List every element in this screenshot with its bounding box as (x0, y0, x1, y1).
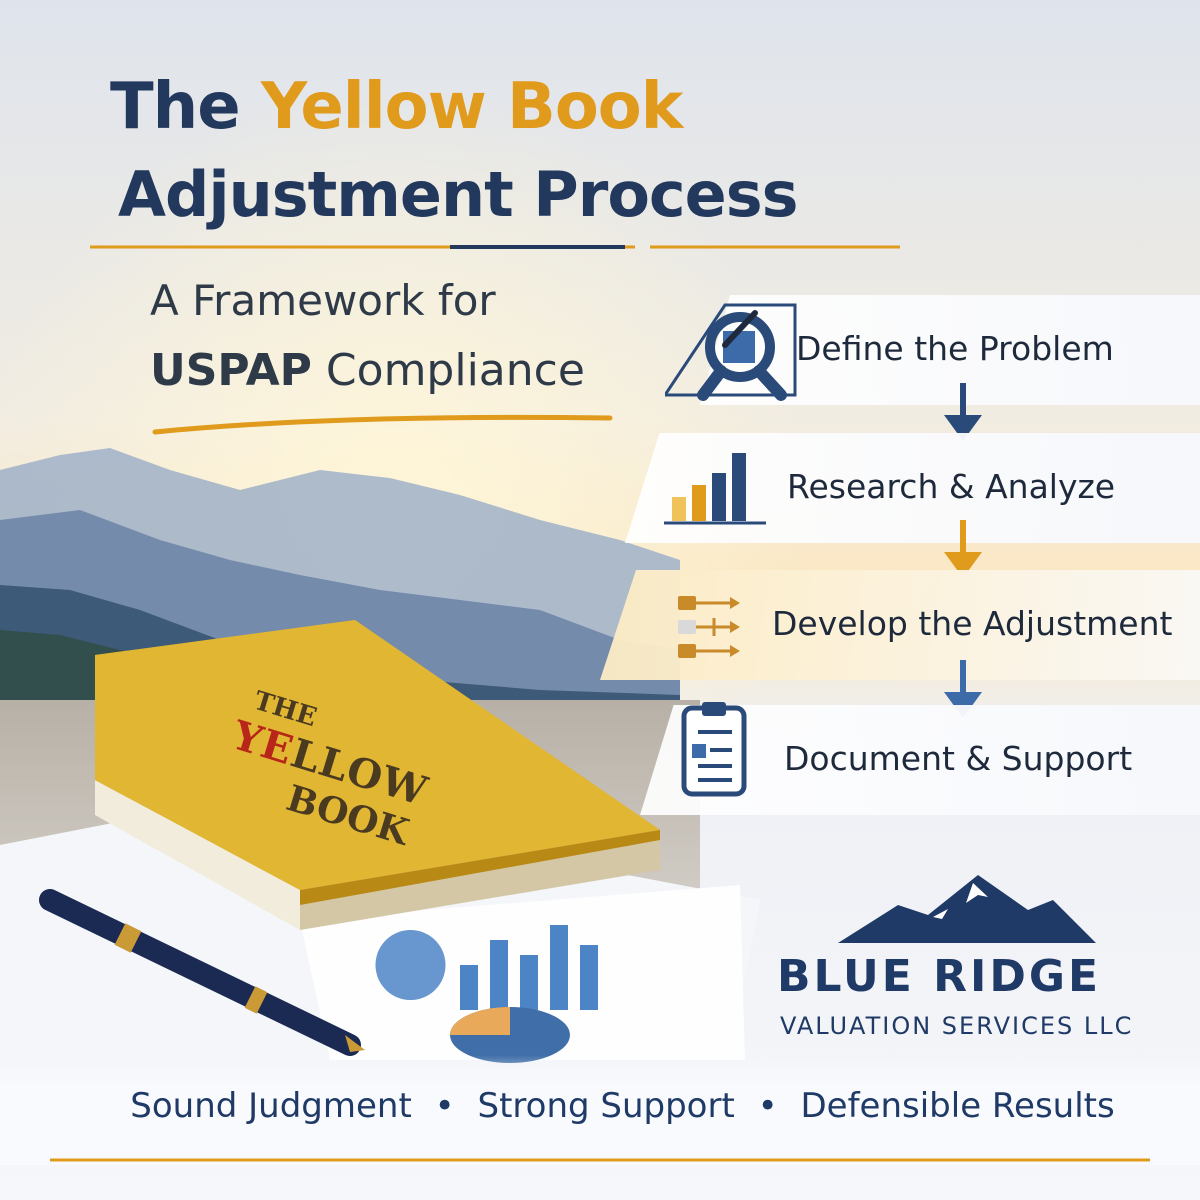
tagline-separator: • (757, 1086, 778, 1126)
step-label: Research & Analyze (787, 467, 1116, 506)
tagline-band (0, 1055, 1200, 1165)
title-divider (90, 245, 900, 249)
step-arrow-1 (944, 383, 982, 441)
step-define-problem: Define the Problem (700, 295, 1200, 405)
magnifier-check-icon (665, 303, 797, 401)
subtitle-swoosh (152, 414, 613, 435)
step-label: Document & Support (784, 739, 1133, 778)
step-label: Develop the Adjustment (772, 604, 1173, 643)
page-title-line2: Adjustment Process (118, 158, 799, 231)
tagline-part3: Defensible Results (800, 1086, 1115, 1126)
tagline-part2: Strong Support (477, 1086, 735, 1126)
subtitle-rest: Compliance (311, 345, 585, 396)
subtitle-uspap: USPAP (150, 345, 312, 396)
step-develop-adjustment: Develop the Adjustment (600, 570, 1200, 680)
subtitle-line1: A Framework for (150, 276, 496, 325)
brand-name: BLUE RIDGE (777, 951, 1102, 1002)
tagline-separator: • (434, 1086, 455, 1126)
footer-rule (50, 1158, 1150, 1162)
adjustment-arrows-icon (678, 596, 740, 658)
tagline: Sound Judgment • Strong Support • Defens… (0, 1086, 1200, 1126)
clipboard-icon (681, 702, 747, 797)
page-title-line1: The Yellow Book (110, 70, 683, 144)
tagline-part1: Sound Judgment (130, 1086, 412, 1126)
mountain-logo (838, 875, 1096, 943)
bar-chart-icon (664, 453, 766, 525)
title-accent: Yellow Book (260, 70, 683, 144)
title-prefix: The (110, 70, 261, 144)
subtitle-line2: USPAP Compliance (150, 345, 585, 396)
step-arrow-2 (944, 520, 982, 578)
step-label: Define the Problem (796, 329, 1114, 368)
brand-subtitle: VALUATION SERVICES LLC (780, 1012, 1134, 1040)
